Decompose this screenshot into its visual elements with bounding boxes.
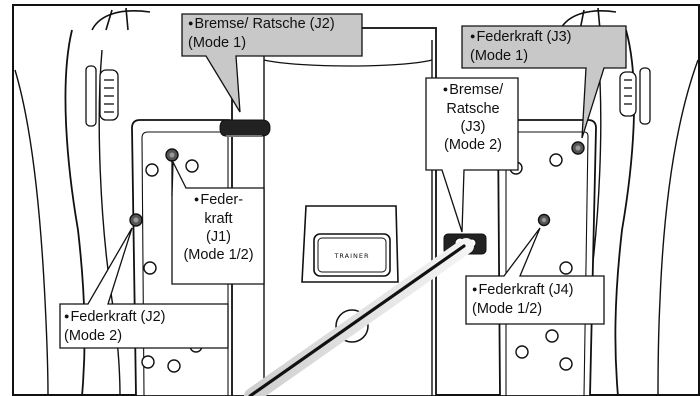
- callout-spring-j4-line-2: (Mode 1/2): [472, 301, 543, 317]
- left-outer-curve: [14, 69, 49, 396]
- callout-spring-j3: Federkraft (J3) (Mode 1): [470, 28, 572, 65]
- callout-brake-j2-line-2: (Mode 1): [188, 35, 247, 51]
- screwdriver-rod: [244, 238, 474, 396]
- right-outer-curve: [657, 59, 699, 396]
- callout-brake-ratchet-j3: Bremse/ Ratsche (J3) (Mode 2): [428, 81, 518, 154]
- callout-spring-j1: Feder- kraft (J1) (Mode 1/2): [173, 191, 264, 264]
- callout-brake-j3-line-2: Ratsche: [446, 101, 500, 117]
- callout-brake-j3-box: [425, 77, 519, 233]
- right-side-trim: [619, 67, 651, 125]
- callout-spring-j2-line-1: Federkraft (J2): [64, 308, 165, 327]
- callout-brake-j3-line-4: (Mode 2): [443, 137, 503, 153]
- callout-spring-j1-line-4: (Mode 1/2): [183, 247, 254, 263]
- callout-spring-j2-line-2: (Mode 2): [64, 328, 123, 344]
- callout-brake-j3-line-3: (J3): [460, 119, 486, 135]
- center-top-curve: [263, 59, 433, 67]
- screw-j2: [129, 213, 143, 227]
- callout-spring-j1-line-1: Feder-: [173, 191, 264, 210]
- brake-ratchet-knob-j2: [219, 119, 271, 137]
- callout-brake-j3-line-1: Bremse/: [428, 81, 518, 100]
- callout-brake-j2-line-1: Bremse/ Ratsche (J2): [188, 15, 334, 34]
- callout-spring-j1-line-3: (J1): [206, 229, 231, 245]
- callout-spring-j3-box: [461, 25, 627, 139]
- screw-j3: [571, 141, 585, 155]
- callout-spring-j4: Federkraft (J4) (Mode 1/2): [472, 281, 574, 318]
- callout-spring-j3-line-2: (Mode 1): [470, 48, 529, 64]
- screw-j4: [537, 213, 551, 227]
- left-side-trim: [85, 65, 119, 127]
- callout-brake-j2-box: [181, 13, 363, 113]
- trainer-label: TRAINER: [333, 252, 369, 260]
- callout-spring-j3-line-1: Federkraft (J3): [470, 28, 571, 47]
- right-panel-holes: [509, 153, 573, 371]
- trainer-port-panel: [301, 205, 399, 283]
- callout-spring-j4-line-1: Federkraft (J4): [472, 281, 573, 300]
- callout-spring-j4-box: [465, 227, 605, 325]
- callout-spring-j1-line-2: kraft: [204, 211, 233, 227]
- callout-spring-j2: Federkraft (J2) (Mode 2): [64, 308, 166, 345]
- screw-j1: [165, 148, 179, 162]
- callout-brake-ratchet-j2: Bremse/ Ratsche (J2) (Mode 1): [188, 15, 335, 52]
